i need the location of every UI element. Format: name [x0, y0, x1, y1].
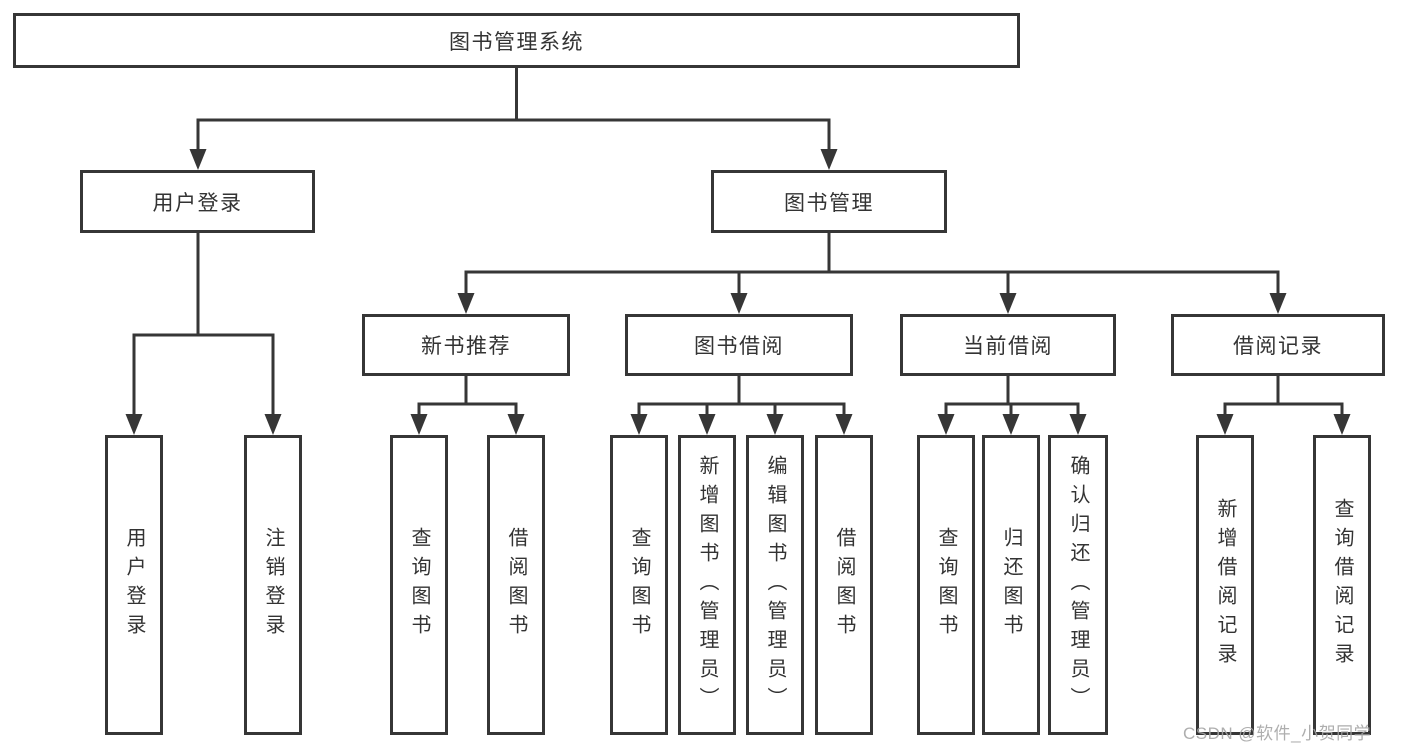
- node-label: 图书管理: [784, 191, 874, 215]
- node-label: 图书借阅: [694, 335, 784, 358]
- csdn-watermark: CSDN @软件_小贺同学: [1183, 724, 1372, 743]
- node-label: 查询图书: [628, 527, 650, 643]
- node-label: 查询图书: [408, 527, 430, 643]
- node-label: 图书管理系统: [449, 30, 584, 54]
- connector-user-login-branch: [132, 233, 275, 416]
- leaf-borrow-books: 借阅图书: [815, 435, 873, 735]
- node-label: 注销登录: [262, 527, 284, 643]
- leaf-logout: 注销登录: [244, 435, 302, 735]
- leaf-add-books-admin: 新增图书（管理员）: [678, 435, 736, 735]
- leaf-add-borrow-record: 新增借阅记录: [1196, 435, 1254, 735]
- node-book-borrow: 图书借阅: [625, 314, 853, 376]
- leaf-borrow-books-recommend: 借阅图书: [487, 435, 545, 735]
- node-label: 新书推荐: [421, 335, 511, 358]
- node-label: 编辑图书（管理员）: [764, 454, 786, 716]
- leaf-user-login: 用户登录: [105, 435, 163, 735]
- leaf-return-books: 归还图书: [982, 435, 1040, 735]
- node-label: 新增借阅记录: [1214, 498, 1236, 672]
- connector-current-borrow-branch: [944, 376, 1080, 416]
- leaf-query-books-borrow: 查询图书: [610, 435, 668, 735]
- node-label: 查询借阅记录: [1331, 498, 1353, 672]
- node-book-management: 图书管理: [711, 170, 947, 233]
- arrowheads: [125, 149, 1351, 435]
- node-label: 确认归还（管理员）: [1067, 454, 1089, 716]
- node-user-login: 用户登录: [80, 170, 315, 233]
- node-label: 借阅图书: [505, 527, 527, 643]
- node-label: 借阅图书: [833, 527, 855, 643]
- node-label: 归还图书: [1000, 527, 1022, 643]
- leaf-query-borrow-record: 查询借阅记录: [1313, 435, 1371, 735]
- connector-borrow-records-branch: [1223, 376, 1344, 416]
- node-label: 用户登录: [123, 527, 145, 643]
- connector-book-borrow-branch: [637, 376, 846, 416]
- node-label: 新增图书（管理员）: [696, 454, 718, 716]
- leaf-confirm-return-admin: 确认归还（管理员）: [1048, 435, 1108, 735]
- node-root: 图书管理系统: [13, 13, 1020, 68]
- leaf-query-books-recommend: 查询图书: [390, 435, 448, 735]
- leaf-query-books-current: 查询图书: [917, 435, 975, 735]
- connector-root-to-level2: [196, 68, 831, 151]
- node-label: 用户登录: [152, 191, 243, 215]
- connector-new-book-recommend-branch: [417, 376, 518, 416]
- node-borrow-records: 借阅记录: [1171, 314, 1385, 376]
- node-label: 当前借阅: [963, 335, 1053, 358]
- connector-book-management-branch: [464, 233, 1280, 295]
- node-new-book-recommend: 新书推荐: [362, 314, 570, 376]
- node-current-borrow: 当前借阅: [900, 314, 1116, 376]
- node-label: 借阅记录: [1233, 335, 1323, 358]
- leaf-edit-books-admin: 编辑图书（管理员）: [746, 435, 804, 735]
- node-label: 查询图书: [935, 527, 957, 643]
